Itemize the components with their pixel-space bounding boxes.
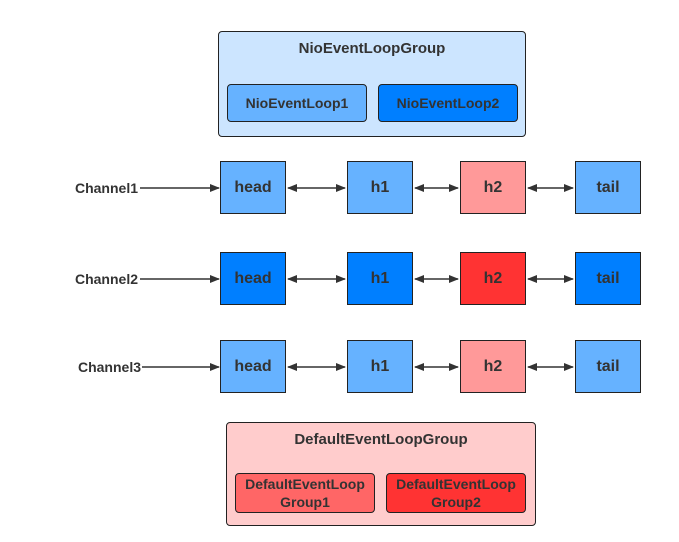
default-loop-2-label: DefaultEventLoopGroup2	[396, 476, 516, 510]
channel1-h1-node: h1	[347, 161, 413, 214]
channel3-head-node: head	[220, 340, 286, 393]
channel1-label: Channel1	[74, 180, 138, 196]
channel1-head-node: head	[220, 161, 286, 214]
channel2-tail-node: tail	[575, 252, 641, 305]
channel1-h2-node: h2	[460, 161, 526, 214]
nio-event-loop-1: NioEventLoop1	[227, 84, 367, 122]
channel3-h2-node: h2	[460, 340, 526, 393]
nio-event-loop-group: NioEventLoopGroup NioEventLoop1 NioEvent…	[218, 31, 526, 137]
default-loop-1-label: DefaultEventLoopGroup1	[245, 476, 365, 510]
default-event-loop-group-1: DefaultEventLoopGroup1	[235, 473, 375, 513]
default-event-loop-group: DefaultEventLoopGroup DefaultEventLoopGr…	[226, 422, 536, 526]
channel2-h2-node: h2	[460, 252, 526, 305]
channel2-label: Channel2	[74, 271, 138, 287]
channel1-tail-node: tail	[575, 161, 641, 214]
channel2-head-node: head	[220, 252, 286, 305]
nio-event-loop-2: NioEventLoop2	[378, 84, 518, 122]
default-group-title: DefaultEventLoopGroup	[294, 431, 468, 448]
channel3-tail-node: tail	[575, 340, 641, 393]
channel3-label: Channel3	[77, 359, 141, 375]
channel2-h1-node: h1	[347, 252, 413, 305]
nio-group-title: NioEventLoopGroup	[298, 40, 446, 57]
channel3-h1-node: h1	[347, 340, 413, 393]
default-event-loop-group-2: DefaultEventLoopGroup2	[386, 473, 526, 513]
